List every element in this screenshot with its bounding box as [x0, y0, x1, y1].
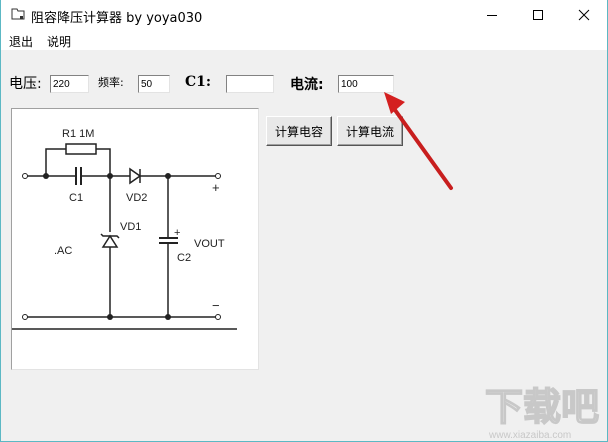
current-input[interactable]: [338, 75, 394, 93]
maximize-button[interactable]: [515, 0, 561, 30]
menu-exit[interactable]: 退出: [9, 35, 34, 49]
ac-label: .AC: [54, 245, 72, 257]
watermark-text: 下载吧: [485, 385, 599, 429]
calc-current-button[interactable]: 计算电流: [337, 116, 403, 146]
app-icon: [11, 8, 25, 20]
minimize-button[interactable]: [469, 0, 515, 30]
minus-terminal-label: −: [212, 298, 220, 313]
close-icon: [578, 9, 590, 21]
current-label: 电流:: [290, 77, 324, 93]
vout-label: VOUT: [194, 238, 225, 250]
c2-plus-label: +: [174, 227, 180, 239]
circuit-schematic: C1 R1 1M VD2 + VD1 .AC: [12, 128, 237, 330]
maximize-icon: [533, 10, 543, 20]
title-bar[interactable]: 阻容降压计算器 by yoya030: [1, 0, 607, 30]
calc-capacitance-button[interactable]: 计算电容: [266, 116, 332, 146]
c1-label: C1:: [185, 74, 212, 90]
c1-component-label: C1: [69, 192, 83, 204]
minimize-icon: [487, 15, 497, 16]
c2-component-label: C2: [177, 252, 191, 264]
r1-component-label: R1 1M: [62, 128, 94, 140]
frequency-label: 频率:: [98, 76, 124, 89]
voltage-input[interactable]: [50, 75, 89, 93]
close-button[interactable]: [561, 0, 607, 30]
window-title: 阻容降压计算器 by yoya030: [31, 11, 203, 26]
menu-help[interactable]: 说明: [47, 35, 72, 49]
frequency-input[interactable]: [138, 75, 170, 93]
watermark-url: www.xiazaiba.com: [488, 430, 571, 440]
vd1-component-label: VD1: [120, 221, 141, 233]
circuit-diagram: C1 R1 1M VD2 + VD1 .AC: [11, 108, 259, 370]
vd2-component-label: VD2: [126, 192, 147, 204]
annotation-arrow-icon: [384, 92, 453, 190]
plus-terminal-label: +: [212, 180, 220, 195]
watermark-logo: 下载吧 www.xiazaiba.com: [484, 384, 600, 440]
menu-bar: 退出 说明: [1, 30, 607, 50]
voltage-label: 电压:: [9, 76, 42, 92]
c1-input[interactable]: [226, 75, 274, 93]
